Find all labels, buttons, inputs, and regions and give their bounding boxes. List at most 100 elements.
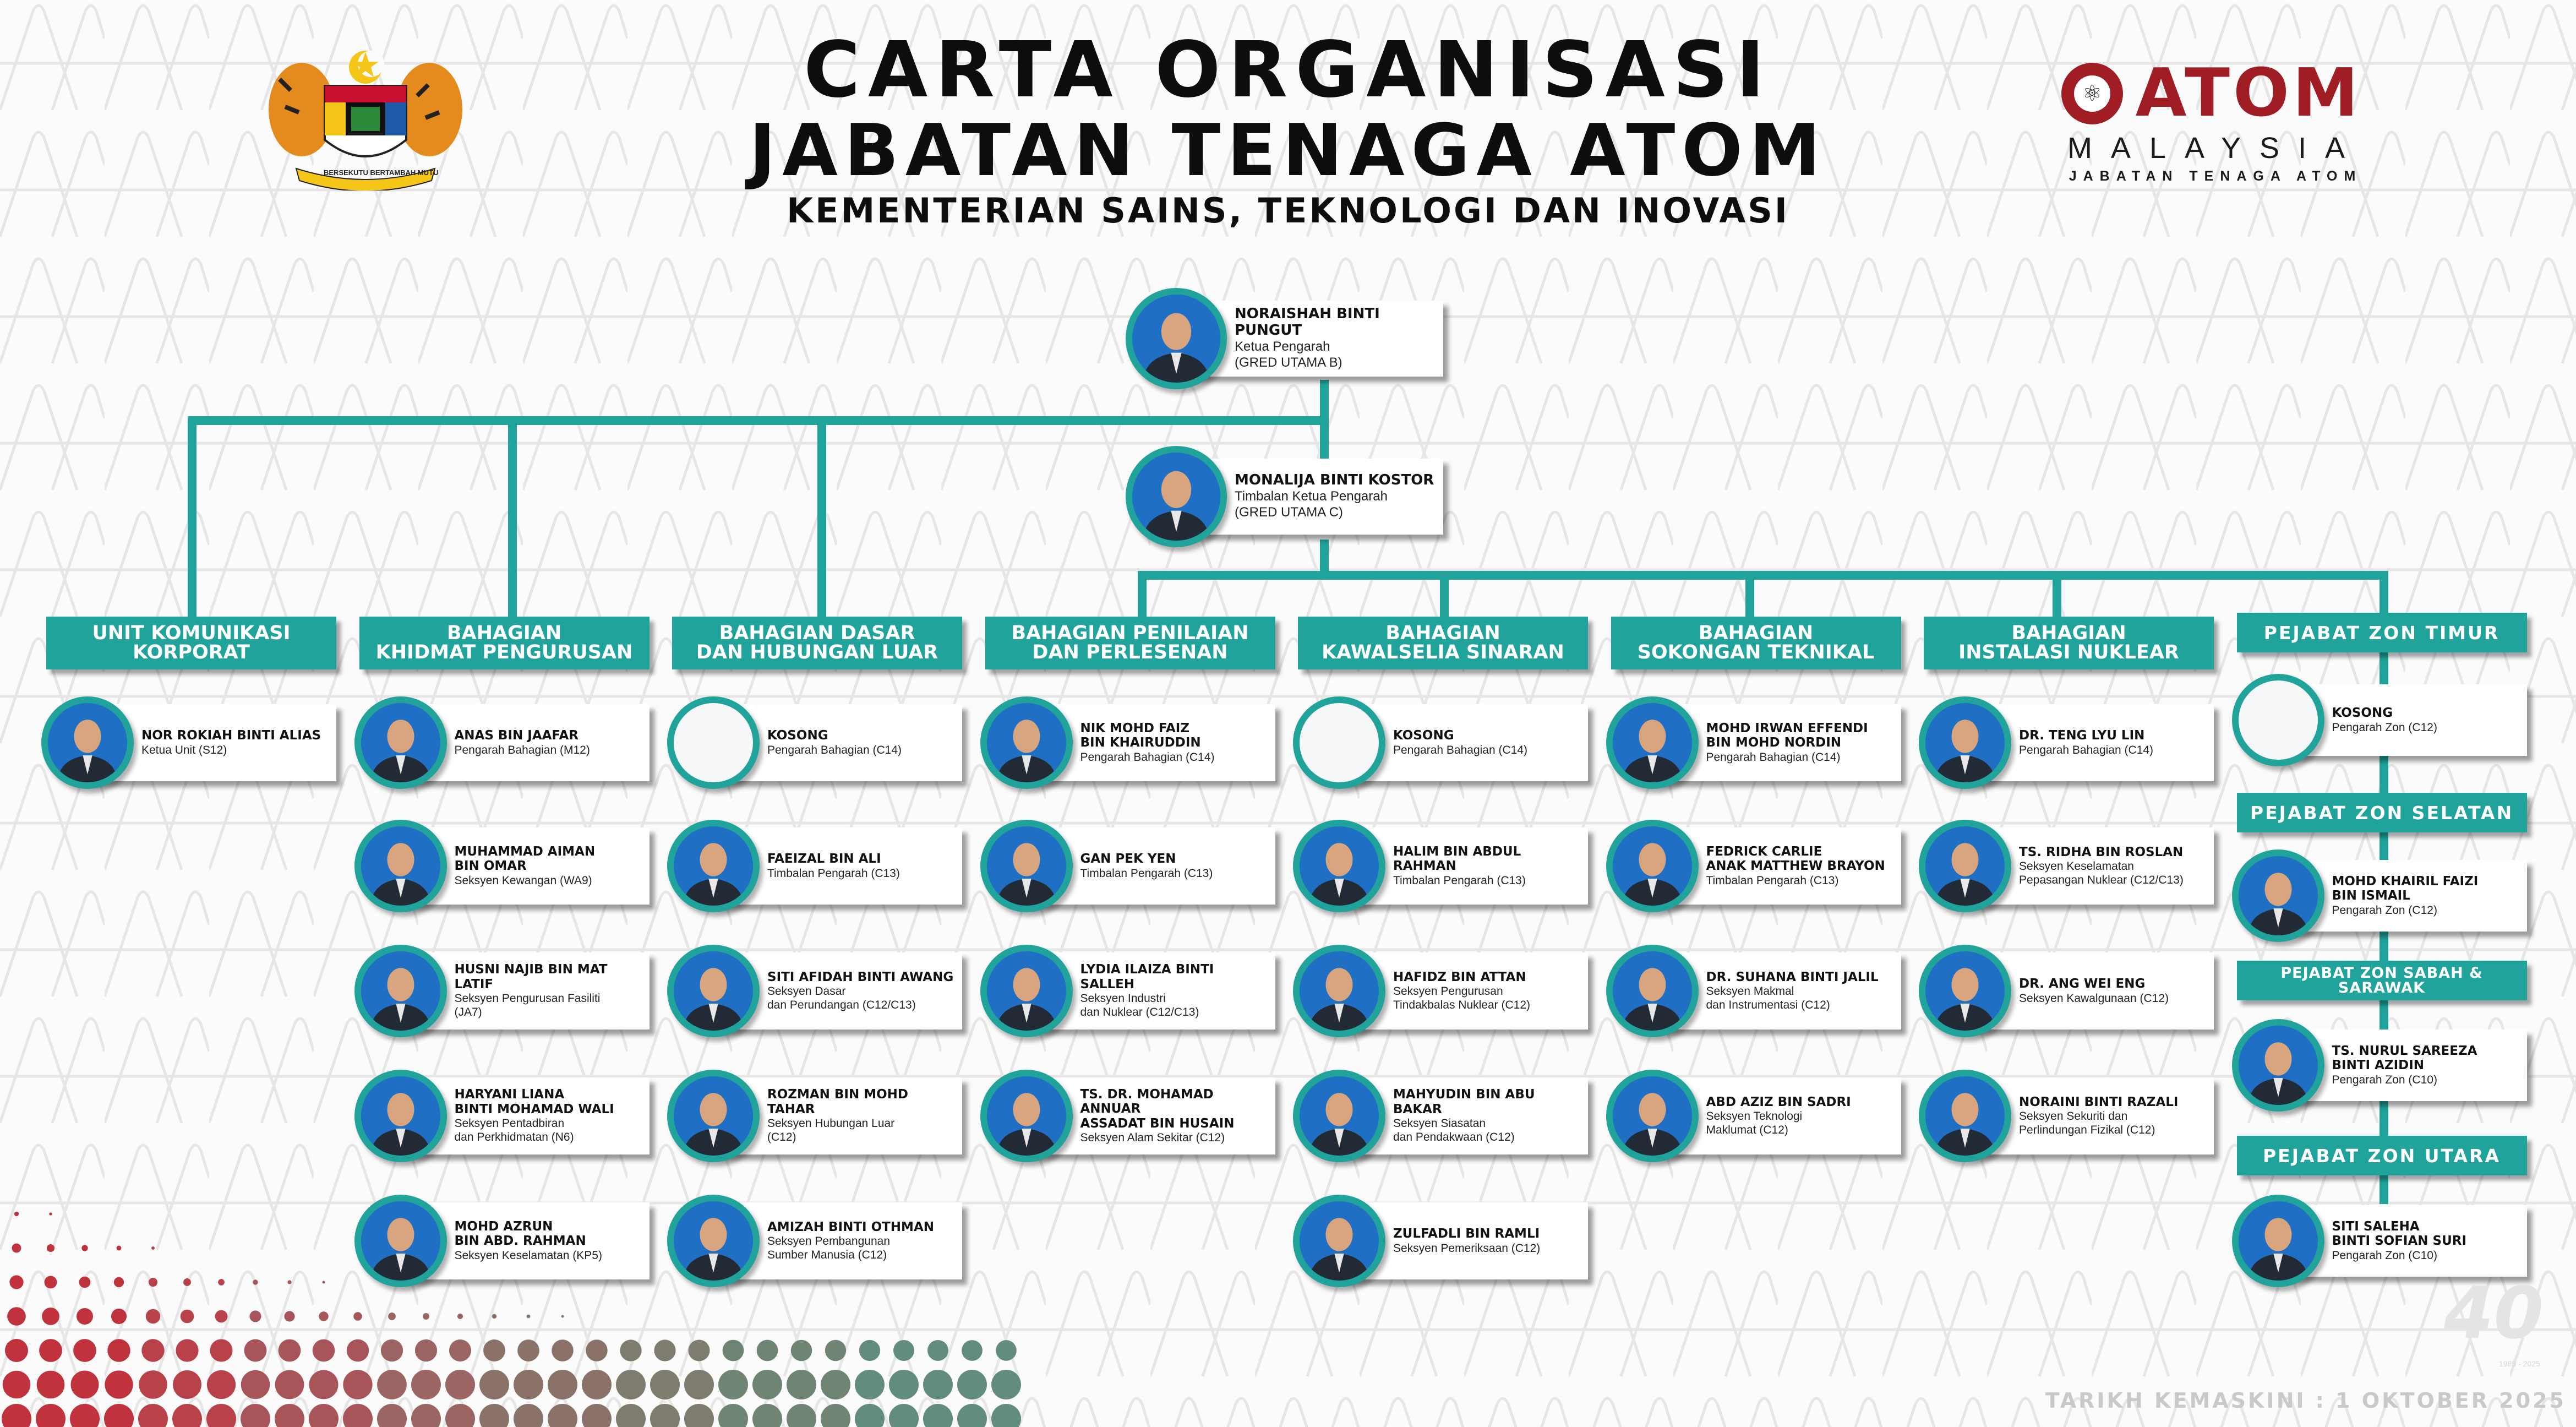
decor-dot	[275, 1404, 304, 1427]
decor-dot	[77, 1308, 93, 1325]
person-name: DR. SUHANA BINTI JALIL	[1706, 970, 1879, 984]
person-name: LYDIA ILAIZA BINTI SALLEH	[1080, 962, 1214, 992]
decor-dot	[654, 1339, 676, 1361]
decor-dot	[616, 1370, 646, 1399]
person-role: Pengarah Bahagian (C14)	[2019, 743, 2154, 756]
decor-dot	[141, 1339, 165, 1362]
person-role: Ketua Pengarah (GRED UTAMA B)	[1235, 339, 1342, 370]
division-header[interactable]: BAHAGIAN KAWALSELIA SINARAN	[1298, 617, 1588, 669]
decor-dot	[492, 1314, 497, 1319]
person-name: MONALIJA BINTI KOSTOR	[1235, 472, 1434, 489]
decor-dot	[380, 1339, 403, 1362]
zone-header[interactable]: PEJABAT ZON SELATAN	[2236, 793, 2527, 832]
ministry-subtitle: KEMENTERIAN SAINS, TEKNOLOGI DAN INOVASI	[787, 190, 1789, 231]
person-photo	[1612, 1076, 1692, 1156]
avatar	[1293, 820, 1385, 912]
person-role: Seksyen Kawalgunaan (C12)	[2019, 992, 2169, 1005]
zone-header[interactable]: PEJABAT ZON TIMUR	[2236, 613, 2527, 652]
decor-dot	[821, 1404, 850, 1427]
person-name: MAHYUDIN BIN ABU BAKAR	[1393, 1087, 1535, 1116]
person-role: Seksyen Pemeriksaan (C12)	[1393, 1241, 1541, 1255]
division-header[interactable]: BAHAGIAN KHIDMAT PENGURUSAN	[359, 617, 650, 669]
decor-dot	[151, 1246, 155, 1250]
person-role: Timbalan Pengarah (C13)	[767, 867, 900, 880]
zone-header[interactable]: PEJABAT ZON UTARA	[2236, 1136, 2527, 1175]
decor-dot	[718, 1370, 748, 1399]
decor-dot	[582, 1370, 612, 1399]
decor-dot	[309, 1370, 339, 1399]
person-name: SITI SALEHA BINTI SOFIAN SURI	[2332, 1219, 2467, 1249]
person-photo	[986, 826, 1066, 906]
person-photo	[361, 1076, 440, 1156]
decor-dot	[787, 1370, 816, 1399]
connector-line	[1440, 571, 1449, 620]
connector-line	[188, 416, 1329, 425]
person-photo	[1925, 951, 2005, 1031]
person-role: Pengarah Bahagian (M12)	[454, 743, 590, 756]
person-role: Pengarah Bahagian (C14)	[767, 743, 902, 756]
decor-dot	[957, 1404, 987, 1427]
decor-dot	[479, 1404, 509, 1427]
avatar	[667, 696, 760, 789]
decor-dot	[346, 1339, 369, 1362]
decor-dot	[423, 1313, 429, 1320]
decorative-dots	[2, 1211, 1021, 1427]
decor-dot	[620, 1339, 642, 1361]
emblem-motto: BERSEKUTU BERTAMBAH MUTU	[324, 168, 439, 177]
anniversary-number: 40	[2444, 1271, 2544, 1355]
decor-dot	[12, 1243, 21, 1253]
division-header[interactable]: BAHAGIAN SOKONGAN TEKNIKAL	[1611, 617, 1901, 669]
avatar	[980, 1070, 1073, 1162]
decor-dot	[616, 1404, 646, 1427]
atom-department: JABATAN TENAGA ATOM	[2069, 168, 2362, 184]
zone-header[interactable]: PEJABAT ZON SABAH & SARAWAK	[2236, 961, 2527, 1000]
atom-wordmark: ATOM	[2135, 55, 2362, 132]
avatar	[1919, 945, 2011, 1037]
person-role: Pengarah Bahagian (C14)	[1393, 743, 1528, 756]
decor-dot	[756, 1339, 778, 1361]
atom-malaysia-logo: ⚛ ATOM MALAYSIA JABATAN TENAGA ATOM	[2061, 61, 2370, 193]
division-header[interactable]: BAHAGIAN DASAR DAN HUBUNGAN LUAR	[672, 617, 962, 669]
avatar	[1293, 696, 1385, 789]
avatar	[1606, 945, 1699, 1037]
avatar	[354, 820, 447, 912]
person-role: Pengarah Zon (C12)	[2332, 721, 2437, 734]
division-header[interactable]: BAHAGIAN PENILAIAN DAN PERLESENAN	[985, 617, 1275, 669]
decor-dot	[457, 1313, 463, 1320]
connector-line	[2053, 571, 2061, 620]
decor-dot	[70, 1404, 100, 1427]
person-role: Timbalan Pengarah (C13)	[1393, 874, 1526, 887]
decor-dot	[752, 1404, 782, 1427]
avatar	[1919, 820, 2011, 912]
decor-dot	[138, 1404, 168, 1427]
decor-dot	[249, 1310, 261, 1322]
person-role: Pengarah Zon (C10)	[2332, 1073, 2437, 1086]
decor-dot	[548, 1370, 577, 1399]
decor-dot	[514, 1370, 543, 1399]
decor-dot	[377, 1370, 407, 1399]
person-role: Seksyen Dasar dan Perundangan (C12/C13)	[767, 985, 916, 1012]
division-header[interactable]: UNIT KOMUNIKASI KORPORAT	[46, 617, 336, 669]
division-header[interactable]: BAHAGIAN INSTALASI NUKLEAR	[1924, 617, 2214, 669]
person-role: Pengarah Zon (C12)	[2332, 903, 2437, 917]
decor-dot	[218, 1279, 225, 1286]
person-photo	[986, 703, 1066, 782]
person-role: Seksyen Teknologi Maklumat (C12)	[1706, 1110, 1803, 1137]
decor-dot	[7, 1307, 26, 1326]
avatar	[667, 945, 760, 1037]
vacant-photo-placeholder	[1300, 703, 1379, 782]
avatar	[2231, 1019, 2324, 1112]
decor-dot	[244, 1339, 267, 1362]
decor-dot	[319, 1311, 329, 1321]
avatar	[354, 696, 447, 789]
decor-dot	[411, 1370, 441, 1399]
